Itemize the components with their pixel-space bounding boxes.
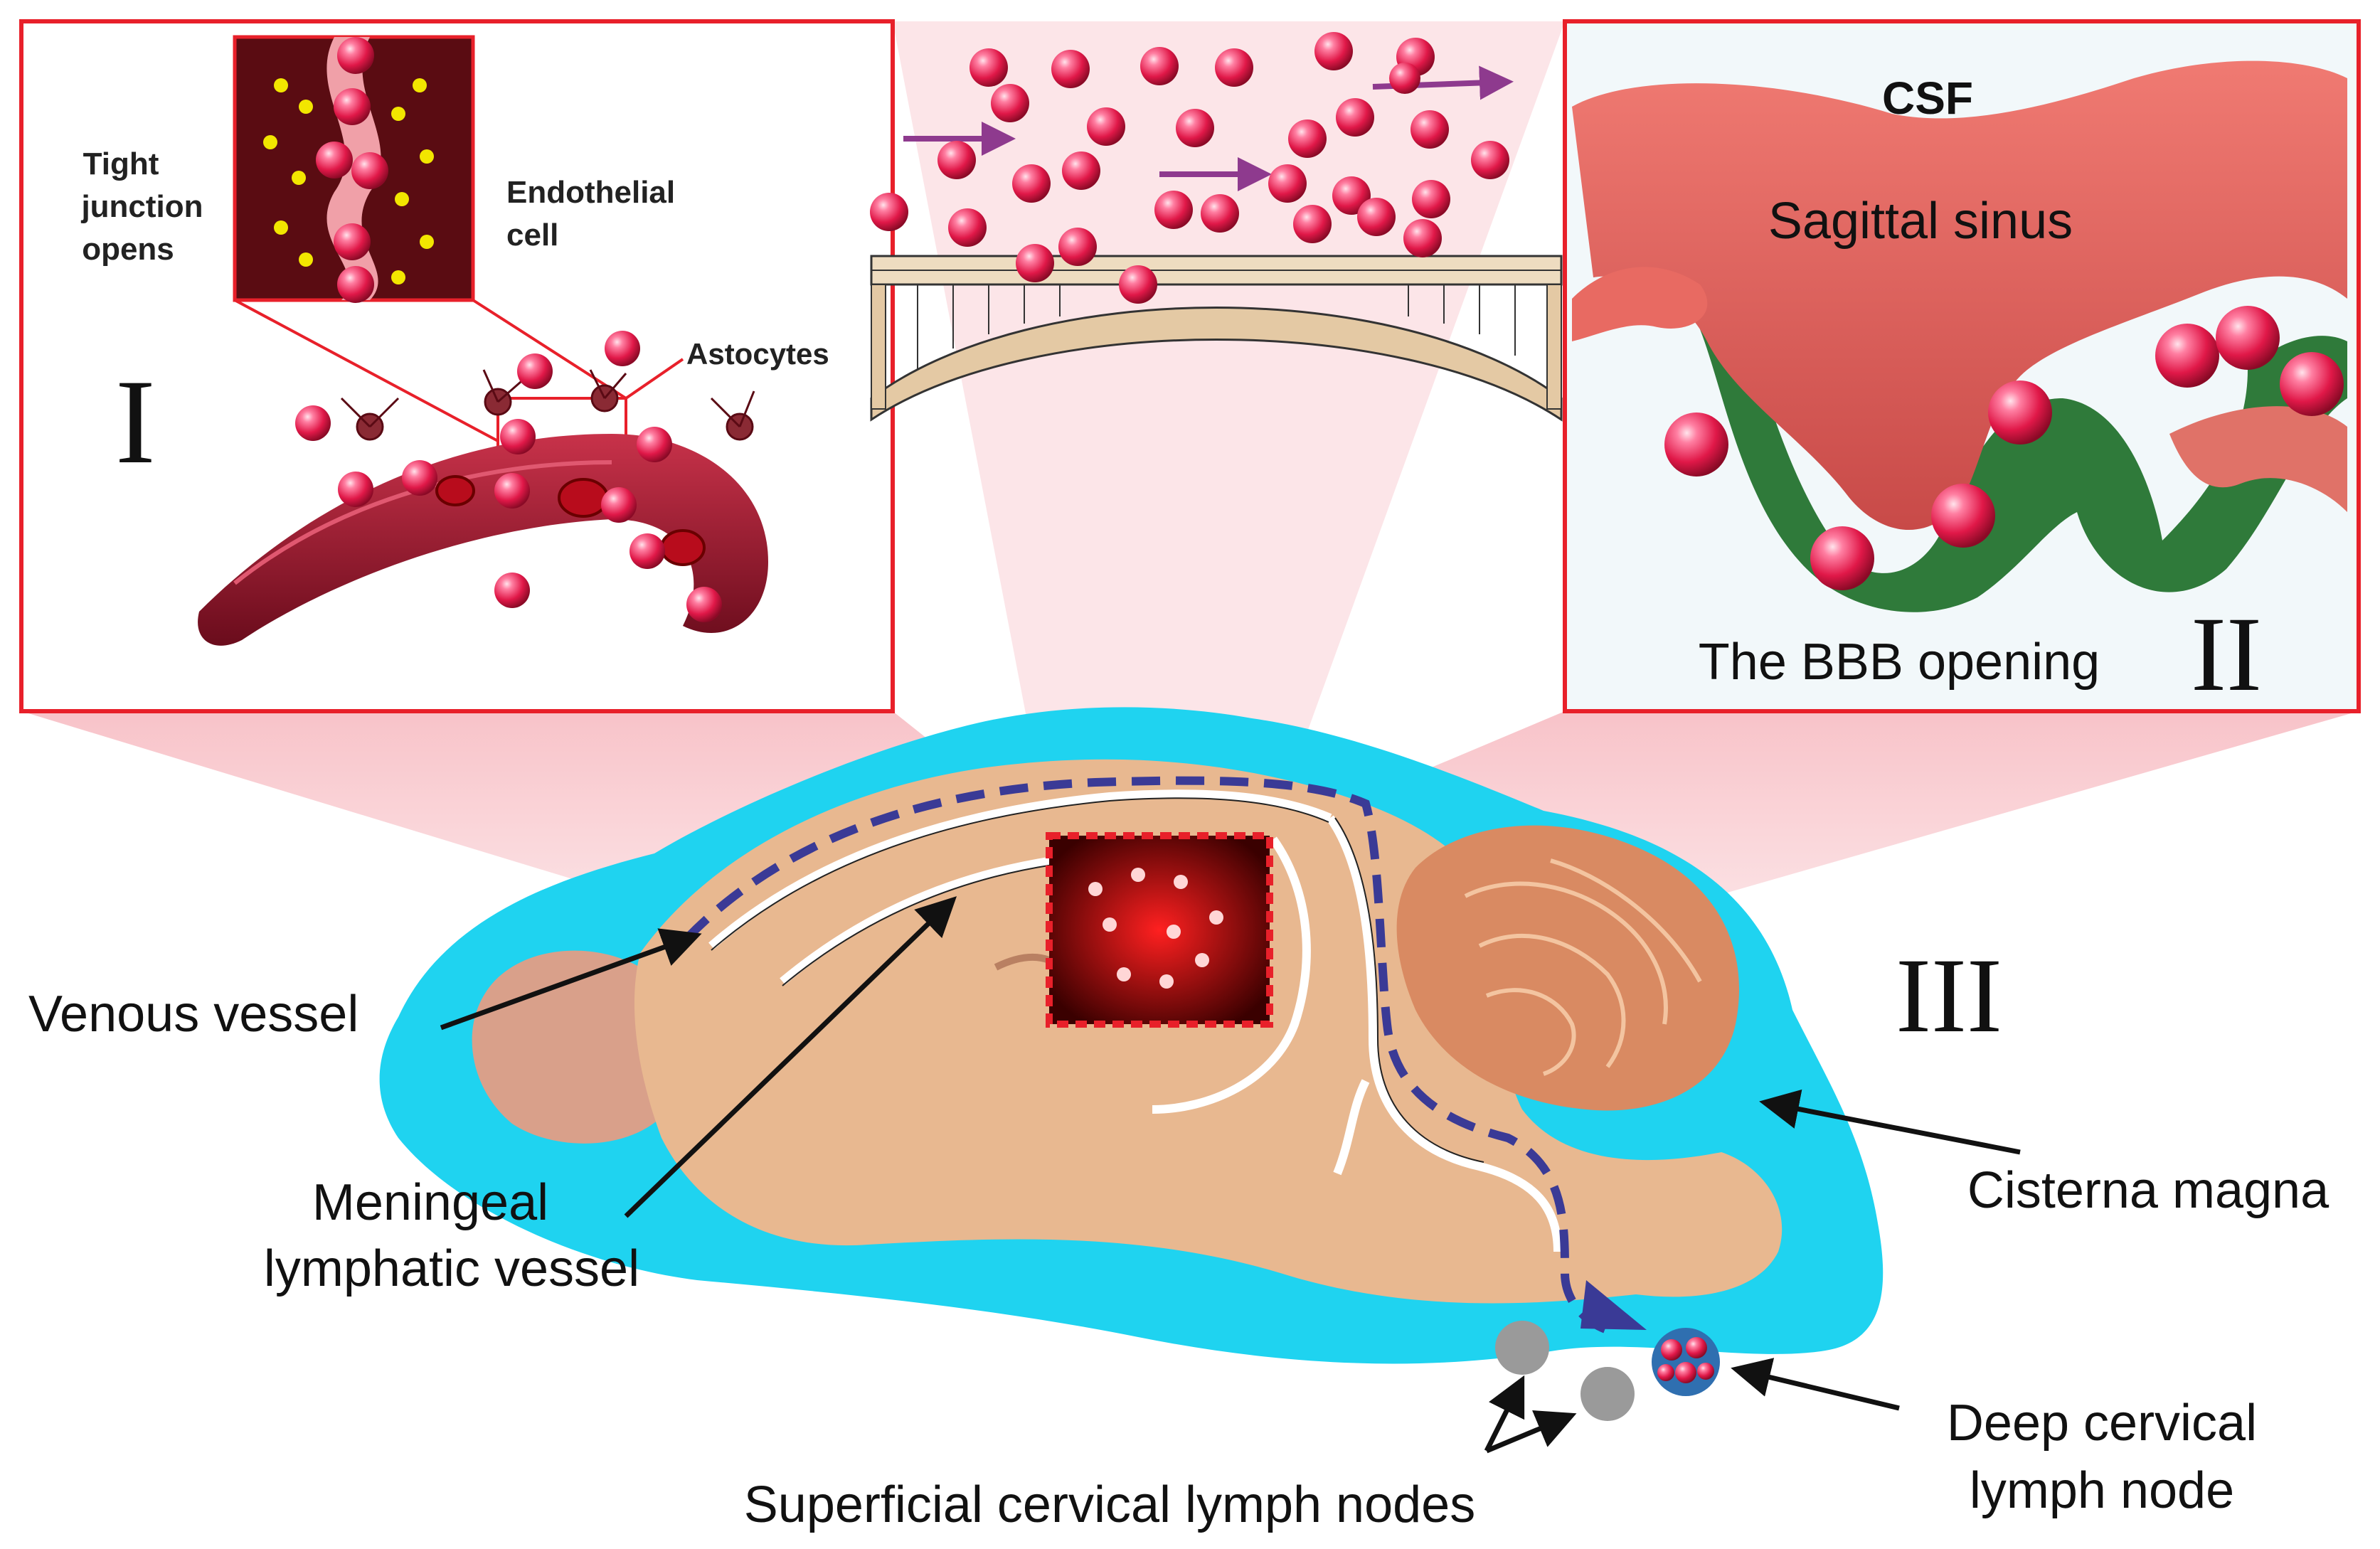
venous-vessel-label: Venous vessel: [28, 986, 358, 1043]
bridge-illustration: [870, 255, 1563, 422]
panel-3-brain: [379, 707, 1884, 1421]
astrocytes-pointer: [625, 358, 684, 400]
tight-junction-line-2: junction: [80, 189, 203, 224]
inset-connector-right: [472, 299, 627, 400]
panel-2-particles: [1664, 306, 2344, 590]
lymphatic-arrowhead: [1581, 1280, 1647, 1330]
tight-junction-line-1: Tight: [83, 147, 159, 181]
superficial-node-1: [1495, 1321, 1549, 1375]
beam-top: [893, 21, 1565, 836]
endothelial-label: Endothelial cell: [506, 175, 675, 252]
cerebellum: [1396, 825, 1739, 1111]
endothelial-line-1: Endothelial: [506, 175, 675, 210]
panel-label-2: II: [2191, 595, 2262, 713]
zoom-window-particles: [1088, 868, 1223, 989]
astrocytes: [340, 369, 755, 441]
deep-node-line-1: Deep cervical: [1947, 1395, 2257, 1452]
csf-label: CSF: [1882, 73, 1973, 124]
panel-label-1: I: [115, 355, 156, 489]
sinus-arm-left: [1572, 267, 1708, 341]
zoom-window: [1046, 832, 1273, 1028]
pointer-arrows: [440, 896, 2021, 1454]
endothelial-line-2: cell: [506, 218, 558, 252]
panel-1-particles: [295, 331, 722, 622]
inset-connector-left: [234, 299, 499, 442]
sagittal-sinus-shape: [1572, 60, 2347, 530]
white-vessels: [708, 789, 1562, 1252]
meningeal-label: Meningeal lymphatic vessel: [264, 1174, 639, 1297]
deep-node-label: Deep cervical lymph node: [1947, 1395, 2257, 1519]
lymphatic-drainage-path: [683, 776, 1610, 1334]
meninges-green: [1593, 227, 2347, 612]
deep-cervical-node: [1652, 1328, 1720, 1396]
sinus-arm-right: [2169, 406, 2347, 512]
panel-2: CSF Sagittal sinus The BBB opening II: [1563, 19, 2361, 713]
sagittal-sinus-label: Sagittal sinus: [1768, 193, 2073, 250]
panel-label-3: III: [1896, 937, 2002, 1055]
deep-node-line-2: lymph node: [1970, 1462, 2234, 1519]
superficial-nodes-label: Superficial cervical lymph nodes: [744, 1476, 1475, 1533]
cerebellum-folia: [1464, 858, 1702, 1076]
astrocytes-label: Astocytes: [686, 337, 829, 371]
panel-1: Tight junction opens Endothelial cell As…: [19, 19, 895, 713]
crossing-particles: [870, 32, 1509, 304]
tight-junction-line-3: opens: [82, 232, 174, 267]
tight-junction-label: Tight junction opens: [80, 147, 203, 267]
cisterna-magna-label: Cisterna magna: [1967, 1162, 2329, 1219]
tight-junction-inset: [233, 35, 475, 303]
meningeal-line-1: Meningeal: [312, 1174, 548, 1231]
meningeal-line-2: lymphatic vessel: [264, 1240, 639, 1297]
superficial-node-2: [1581, 1367, 1635, 1421]
bbb-opening-label: The BBB opening: [1699, 634, 2100, 691]
